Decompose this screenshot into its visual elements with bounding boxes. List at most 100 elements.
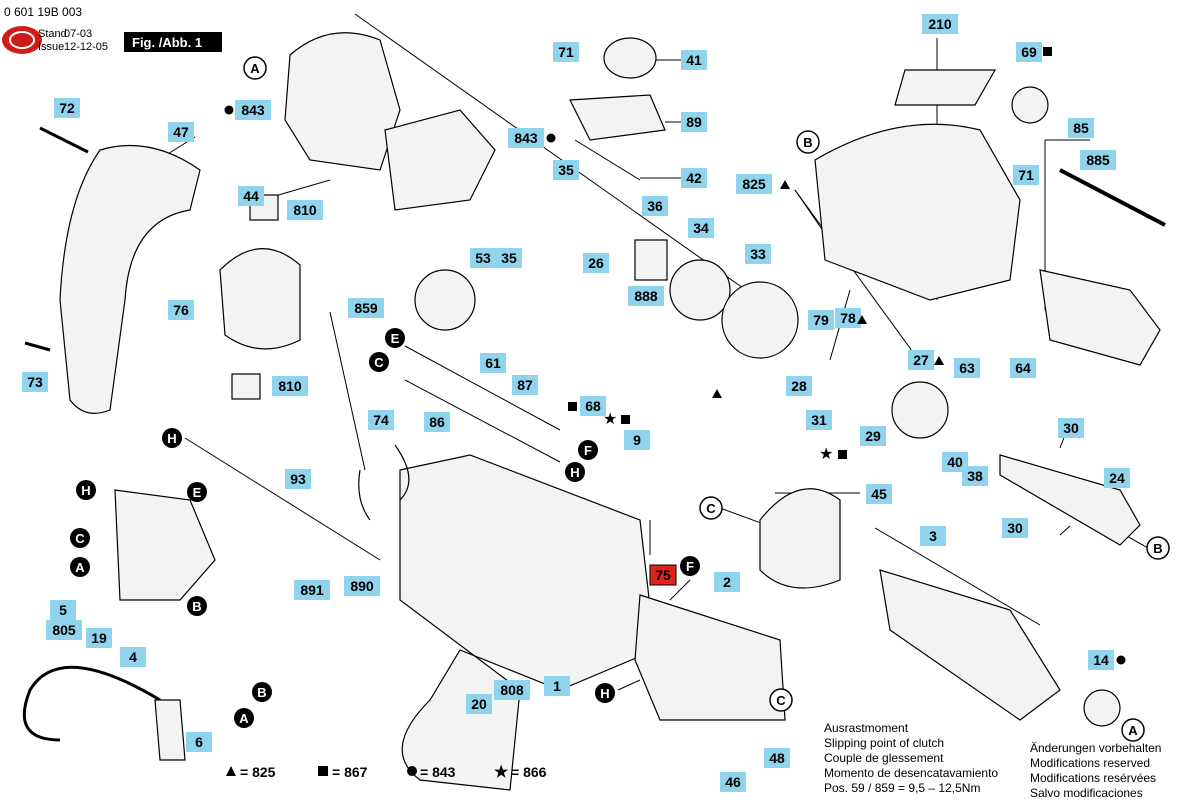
svg-text:87: 87 bbox=[517, 377, 533, 393]
part-label: 6 bbox=[186, 732, 212, 752]
svg-text:C: C bbox=[776, 693, 786, 708]
svg-text:71: 71 bbox=[558, 44, 574, 60]
part-number-labels: 72 47 73 843 44 810 76 810 859 61 53 35 … bbox=[22, 14, 1130, 792]
part-label: 38 bbox=[962, 466, 988, 486]
modifications-note-line: Änderungen vorbehalten bbox=[1030, 741, 1161, 755]
part-label: 46 bbox=[720, 772, 746, 792]
part-label: 888 bbox=[628, 286, 664, 306]
part-label: 42 bbox=[681, 168, 707, 188]
part-label: 1 bbox=[544, 676, 570, 696]
part-label: 85 bbox=[1068, 118, 1094, 138]
chuck-key-885 bbox=[1059, 168, 1166, 227]
svg-text:H: H bbox=[167, 431, 176, 446]
part-label: 810 bbox=[272, 376, 308, 396]
svg-text:3: 3 bbox=[929, 528, 937, 544]
part-label: 31 bbox=[806, 410, 832, 430]
motor-housing-1 bbox=[399, 454, 656, 791]
screw-73 bbox=[24, 341, 51, 352]
svg-text:89: 89 bbox=[686, 114, 702, 130]
svg-text:B: B bbox=[257, 685, 266, 700]
part-label: 20 bbox=[466, 694, 492, 714]
part-label: 210 bbox=[922, 14, 958, 34]
part-label: 891 bbox=[294, 580, 330, 600]
triangle-mark bbox=[934, 356, 944, 365]
marker-C: C bbox=[769, 688, 793, 712]
figure-label-box bbox=[124, 32, 222, 52]
switch-4 bbox=[114, 489, 216, 601]
star-mark: ★ bbox=[603, 411, 617, 428]
svg-text:210: 210 bbox=[928, 16, 952, 32]
cover-44 bbox=[384, 109, 496, 211]
svg-text:843: 843 bbox=[241, 102, 265, 118]
part-label: 69 bbox=[1016, 42, 1042, 62]
svg-text:40: 40 bbox=[947, 454, 963, 470]
screw-72 bbox=[39, 126, 89, 154]
marker-D: E bbox=[187, 482, 207, 502]
handle-47 bbox=[59, 144, 201, 414]
svg-text:46: 46 bbox=[725, 774, 741, 790]
legend-star-icon: ★ bbox=[494, 764, 509, 781]
part-label: 34 bbox=[688, 218, 714, 238]
part-label: 885 bbox=[1080, 150, 1116, 170]
issue-value: 12-12-05 bbox=[64, 41, 108, 53]
triangle-mark bbox=[780, 180, 790, 189]
plug-6 bbox=[154, 699, 186, 761]
part-label: 73 bbox=[22, 372, 48, 392]
label-210 bbox=[894, 69, 997, 106]
marker-A: A bbox=[243, 56, 267, 80]
svg-text:A: A bbox=[75, 560, 85, 575]
clutch-note-line: Momento de desencatavamiento bbox=[824, 766, 998, 780]
part-label: 14 bbox=[1088, 650, 1114, 670]
circle-mark bbox=[546, 133, 556, 143]
marker-C: C bbox=[699, 496, 723, 520]
triangle-mark bbox=[712, 389, 722, 398]
star-mark: ★ bbox=[819, 446, 833, 463]
part-label: 41 bbox=[681, 50, 707, 70]
part-label: 89 bbox=[681, 112, 707, 132]
svg-text:810: 810 bbox=[293, 202, 317, 218]
bearing-14 bbox=[1083, 689, 1121, 727]
svg-text:36: 36 bbox=[647, 198, 663, 214]
svg-text:42: 42 bbox=[686, 170, 702, 186]
svg-text:79: 79 bbox=[813, 312, 829, 328]
clutch-36 bbox=[634, 239, 668, 281]
marker-C: C bbox=[70, 528, 90, 548]
marker-B: B bbox=[252, 682, 272, 702]
svg-text:71: 71 bbox=[1018, 167, 1034, 183]
part-label-highlight: 75 bbox=[649, 564, 677, 586]
part-label: 2 bbox=[714, 572, 740, 592]
svg-text:75: 75 bbox=[655, 567, 671, 583]
fan-shroud-45 bbox=[759, 488, 841, 589]
part-label: 26 bbox=[583, 253, 609, 273]
category-symbols: ★ ★ bbox=[224, 47, 1126, 665]
part-label: 61 bbox=[480, 353, 506, 373]
marker-E: F bbox=[680, 556, 700, 576]
legend-star-text: = 866 bbox=[511, 764, 547, 780]
svg-text:H: H bbox=[81, 483, 90, 498]
svg-text:38: 38 bbox=[967, 468, 983, 484]
svg-text:E: E bbox=[193, 485, 202, 500]
stand-value: 07-03 bbox=[64, 28, 92, 40]
svg-text:34: 34 bbox=[693, 220, 709, 236]
part-label: 93 bbox=[285, 469, 311, 489]
svg-text:93: 93 bbox=[290, 471, 306, 487]
svg-text:825: 825 bbox=[742, 176, 766, 192]
part-label: 5 bbox=[50, 600, 76, 620]
symbol-legend: = 825 = 867 = 843 ★ = 866 bbox=[226, 764, 547, 781]
part-label: 24 bbox=[1104, 468, 1130, 488]
svg-text:26: 26 bbox=[588, 255, 604, 271]
svg-text:29: 29 bbox=[865, 428, 881, 444]
svg-text:86: 86 bbox=[429, 414, 445, 430]
part-label: 19 bbox=[86, 628, 112, 648]
part-69 bbox=[1011, 86, 1049, 124]
spindle-24 bbox=[999, 454, 1141, 546]
modifications-note: Änderungen vorbehalten Modifications res… bbox=[1030, 741, 1161, 800]
square-mark bbox=[568, 402, 577, 411]
svg-text:888: 888 bbox=[634, 288, 658, 304]
svg-text:H: H bbox=[570, 465, 579, 480]
part-label: 4 bbox=[120, 647, 146, 667]
marker-A: A bbox=[70, 557, 90, 577]
svg-text:24: 24 bbox=[1109, 470, 1125, 486]
marker-D: E bbox=[385, 328, 405, 348]
legend-square-icon bbox=[318, 766, 328, 776]
